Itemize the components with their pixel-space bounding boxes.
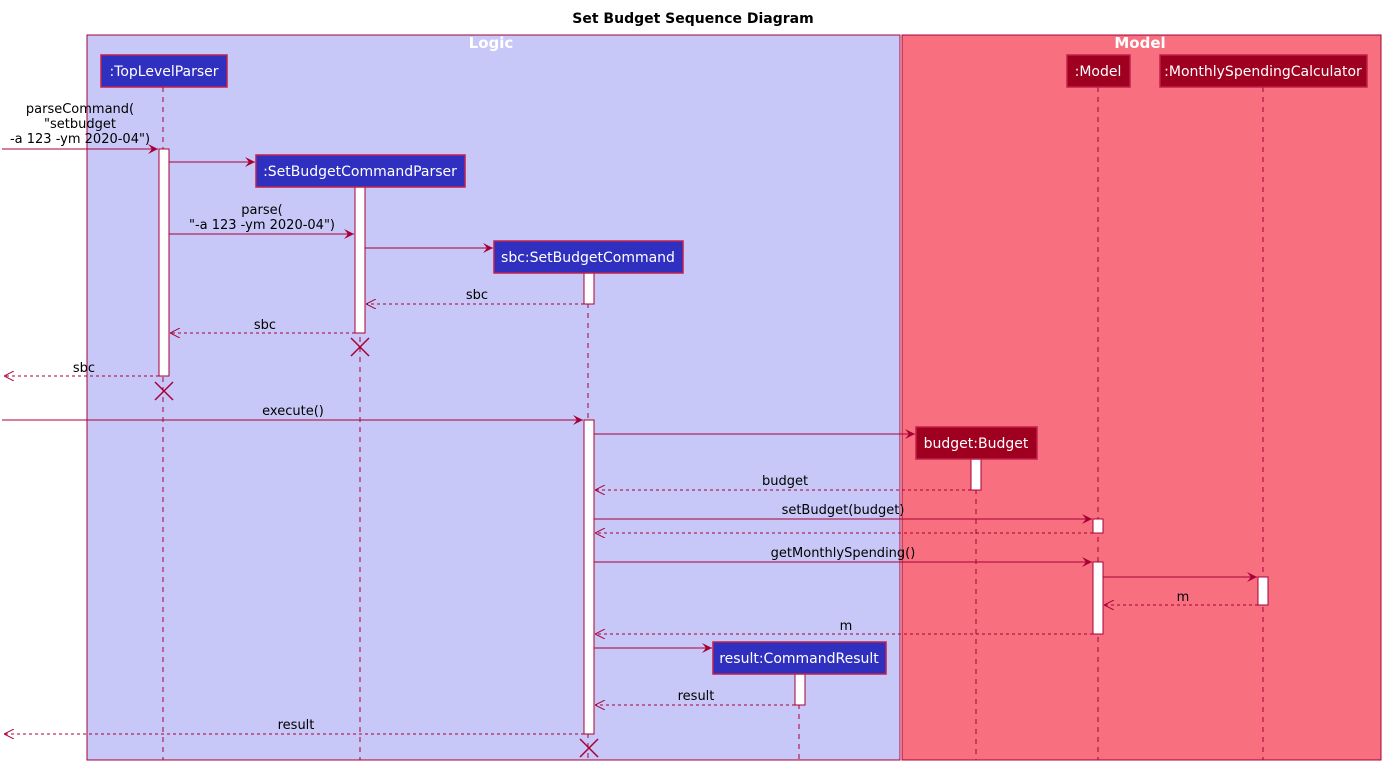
message-return-sbc-3: sbc [73, 361, 95, 376]
message-parse-line-2: "-a 123 -ym 2020-04") [189, 218, 335, 233]
message-return-sbc-2: sbc [254, 318, 276, 333]
model-box-label: Model [1114, 34, 1165, 52]
message-parse-line-1: parse( [241, 203, 282, 218]
message-return-m-1: m [1177, 590, 1190, 605]
destroy-top-level-parser [154, 381, 174, 401]
activation-command-result [794, 673, 806, 706]
message-execute: execute() [262, 404, 324, 419]
activation-model-1 [1092, 518, 1104, 534]
activation-model-2 [1092, 561, 1104, 635]
message-return-budget: budget [762, 474, 808, 489]
message-return-result-1: result [678, 689, 715, 704]
participant-set-budget-command-parser: :SetBudgetCommandParser [255, 154, 466, 188]
participant-budget-label: budget:Budget [924, 436, 1029, 452]
participant-model-label: :Model [1075, 64, 1122, 80]
activation-budget [970, 458, 982, 491]
participant-top-level-parser-label: :TopLevelParser [109, 64, 218, 80]
participant-monthly-spending-calculator: :MonthlySpendingCalculator [1159, 54, 1368, 88]
model-box [901, 34, 1382, 761]
participant-set-budget-command: sbc:SetBudgetCommand [493, 240, 684, 274]
activation-monthly-spending-calculator [1257, 576, 1269, 606]
participant-command-result-label: result:CommandResult [719, 651, 879, 667]
destroy-set-budget-command [579, 738, 599, 758]
message-return-sbc-1: sbc [466, 288, 488, 303]
message-parse-command-line-1: parseCommand( [26, 102, 134, 117]
activation-set-budget-command-parser [354, 186, 366, 334]
message-parse-command-line-3: -a 123 -ym 2020-04") [10, 132, 150, 147]
message-get-monthly-spending: getMonthlySpending() [771, 546, 916, 561]
logic-box [86, 34, 901, 761]
participant-set-budget-command-label: sbc:SetBudgetCommand [501, 250, 675, 266]
participant-set-budget-command-parser-label: :SetBudgetCommandParser [263, 164, 457, 180]
participant-monthly-spending-calculator-label: :MonthlySpendingCalculator [1164, 64, 1362, 80]
participant-budget: budget:Budget [915, 426, 1038, 460]
destroy-set-budget-command-parser [350, 337, 370, 357]
message-set-budget: setBudget(budget) [782, 503, 905, 518]
participant-top-level-parser: :TopLevelParser [100, 54, 228, 88]
message-return-m-2: m [840, 619, 853, 634]
logic-box-label: Logic [469, 34, 514, 52]
message-return-result-2: result [278, 718, 315, 733]
participant-command-result: result:CommandResult [712, 641, 887, 675]
message-parse-command-line-2: "setbudget [44, 117, 116, 132]
activation-set-budget-command-1 [583, 272, 595, 305]
activation-top-level-parser [158, 148, 170, 377]
diagram-title: Set Budget Sequence Diagram [572, 11, 813, 27]
participant-model: :Model [1066, 54, 1131, 88]
activation-set-budget-command-2 [583, 419, 595, 735]
